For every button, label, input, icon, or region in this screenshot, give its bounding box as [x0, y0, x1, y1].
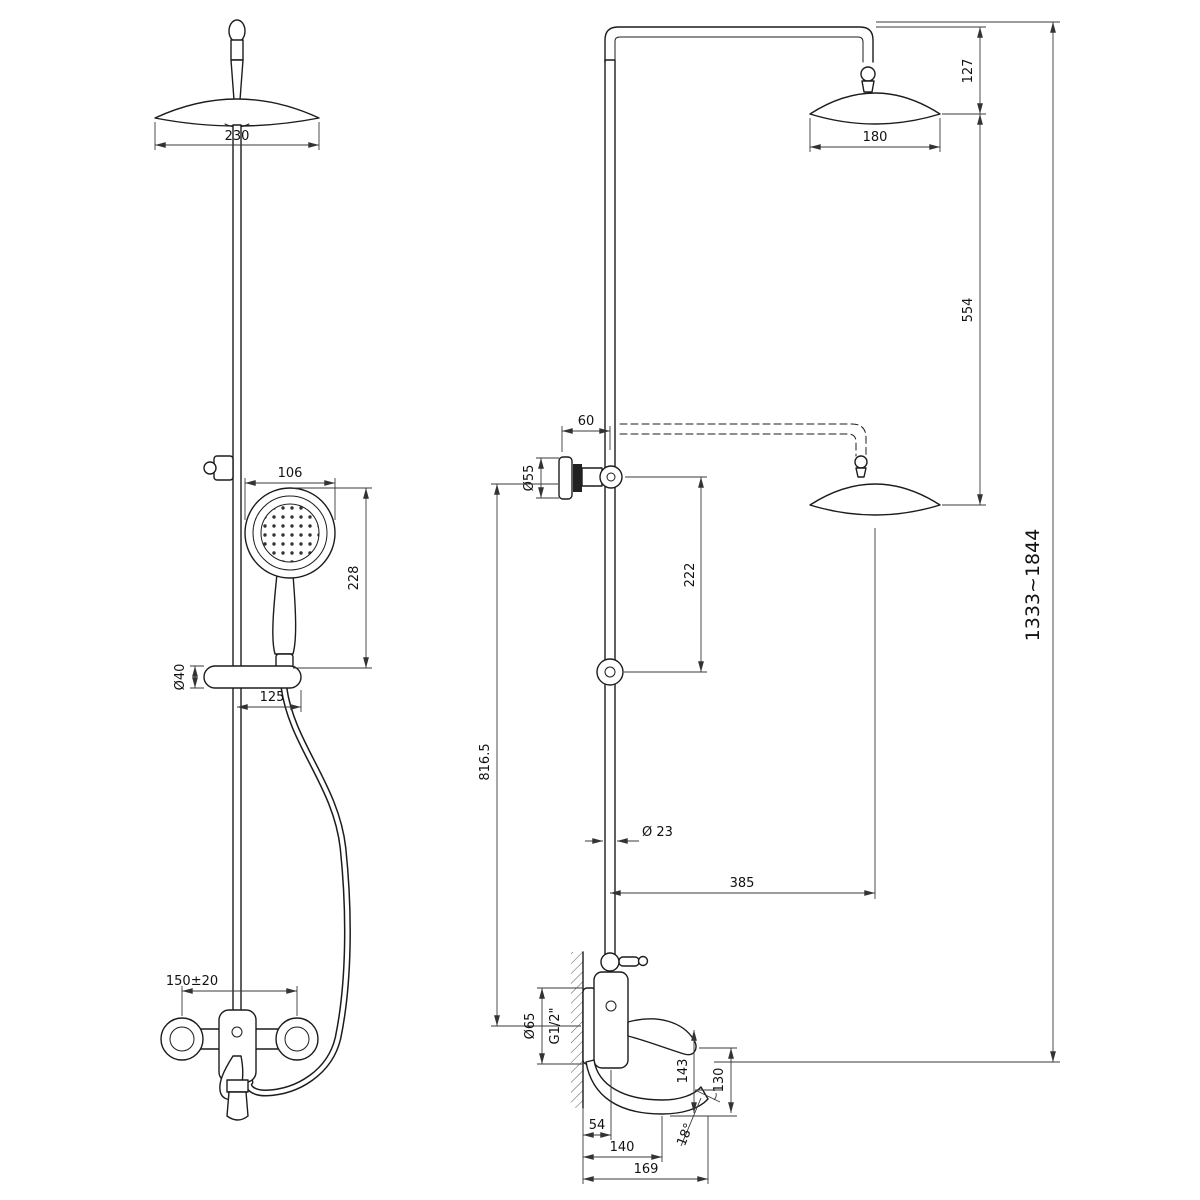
dim-label-d40: Ø40	[173, 664, 188, 691]
hand-shower-holder-front	[203, 665, 302, 689]
mixer-front	[160, 1009, 319, 1121]
dim-label-130: 130	[712, 1068, 727, 1093]
dimension-bar-diameter: Ø40	[173, 664, 204, 691]
dim-label-106: 106	[278, 466, 303, 481]
pipe-clamp-front	[203, 455, 234, 481]
dimension-wall-to-valve: 54	[582, 1070, 612, 1184]
dim-label-228: 228	[347, 566, 362, 591]
dimension-overhead-width: 230	[154, 122, 320, 150]
front-view: 230 106 228 Ø40 125 150±20	[154, 19, 372, 1121]
shower-column-pipe-side	[604, 26, 874, 956]
dimension-hand-shower-width: 106	[244, 466, 336, 520]
dim-label-816-5: 816.5	[478, 743, 493, 780]
dimension-hand-shower-length: 228	[293, 487, 372, 669]
dim-label-60: 60	[578, 414, 595, 429]
dimension-arm-reach: 385	[610, 528, 876, 899]
mixer-handle-side	[627, 1018, 697, 1056]
dim-label-d65: Ø65	[523, 1013, 538, 1040]
slider-knob-side	[596, 658, 624, 686]
dim-label-54: 54	[589, 1118, 606, 1133]
dimension-supply-centers: 150±20	[166, 974, 298, 1016]
diverter-lever	[618, 956, 640, 967]
mixer-side	[571, 951, 709, 1115]
label-connection-thread: G1/2"	[548, 1008, 563, 1045]
shower-hose	[245, 684, 351, 1097]
dim-label-385: 385	[730, 876, 755, 891]
dim-label-180: 180	[863, 130, 888, 145]
overhead-shower-side-lowered	[619, 423, 941, 516]
dim-label-127: 127	[961, 59, 976, 84]
dim-label-total-height: 1333~1844	[1022, 529, 1044, 642]
dim-label-d55: Ø55	[522, 465, 537, 492]
bath-spout-side	[585, 1059, 709, 1115]
mixer-body-side	[593, 971, 629, 1069]
dim-label-d23: Ø 23	[642, 825, 673, 840]
overhead-shower-front	[154, 19, 320, 128]
dimension-spout-tip-reach: 169	[583, 1116, 709, 1184]
dim-label-230: 230	[225, 129, 250, 144]
dimension-total-height: 1333~1844	[714, 21, 1060, 1063]
dimension-column-length: 816.5	[478, 483, 581, 1027]
dimension-spout-reach: 140	[583, 1116, 663, 1162]
dimension-wall-offset: 60	[561, 414, 611, 452]
dimension-column-travel: 554	[942, 114, 986, 506]
overhead-shower-side-upper	[809, 66, 941, 125]
dimension-holder-length: 125	[237, 690, 302, 712]
wall-hatching	[571, 952, 583, 1108]
dim-label-150-20: 150±20	[166, 974, 218, 989]
dimension-flange-diameter: Ø65	[523, 987, 583, 1065]
dim-label-554: 554	[961, 298, 976, 323]
dimension-bracket-diameter: Ø55	[522, 457, 559, 499]
dimension-pipe-diameter: Ø 23	[585, 825, 673, 844]
hand-shower-front	[244, 487, 336, 669]
dimension-bracket-to-knob: 222	[624, 476, 707, 673]
dim-label-140: 140	[610, 1140, 635, 1155]
bracket-clamp	[573, 464, 582, 492]
dim-label-222: 222	[683, 563, 698, 588]
dimension-spout-height: 143	[676, 1030, 697, 1113]
hose-outlet-front	[226, 1091, 249, 1121]
dim-label-143: 143	[676, 1059, 691, 1084]
dim-label-18deg: 18°	[674, 1121, 697, 1148]
dim-label-169: 169	[634, 1162, 659, 1177]
dim-label-125: 125	[260, 690, 285, 705]
dimension-spout-drop: 130	[670, 1047, 737, 1117]
dim-label-g12: G1/2"	[548, 1008, 563, 1045]
wall-bracket-side	[558, 456, 623, 500]
dimension-head-depth: 180	[809, 118, 941, 152]
side-view: 127 180 554 60 Ø55 222	[478, 26, 986, 1184]
shower-column-pipe-front	[232, 124, 242, 1016]
dimension-head-height: 127	[876, 26, 986, 115]
